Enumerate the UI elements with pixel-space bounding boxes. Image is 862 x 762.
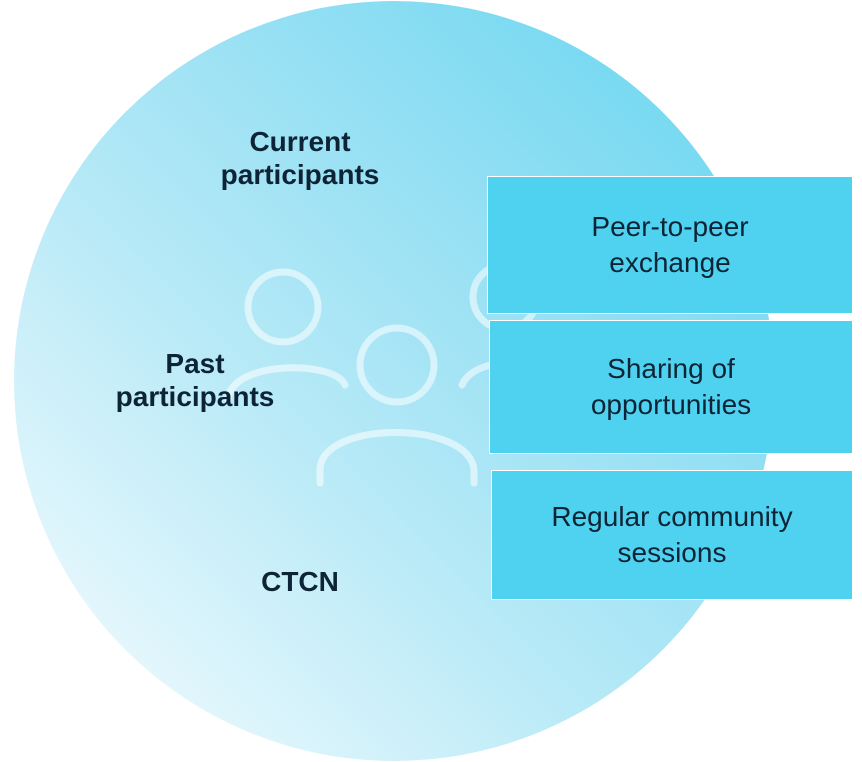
current-participants-label: Current participants bbox=[220, 126, 380, 190]
peer-to-peer-exchange-box: Peer-to-peer exchange bbox=[487, 176, 853, 314]
regular-community-sessions-box: Regular community sessions bbox=[491, 470, 853, 600]
sharing-of-opportunities-box: Sharing of opportunities bbox=[489, 320, 853, 454]
ctcn-label: CTCN bbox=[261, 566, 339, 597]
regular-community-sessions-text: Regular community sessions bbox=[551, 501, 793, 568]
peer-to-peer-exchange-text: Peer-to-peer exchange bbox=[591, 211, 749, 278]
sharing-of-opportunities-text: Sharing of opportunities bbox=[590, 353, 752, 420]
past-participants-label: Past participants bbox=[115, 348, 275, 412]
